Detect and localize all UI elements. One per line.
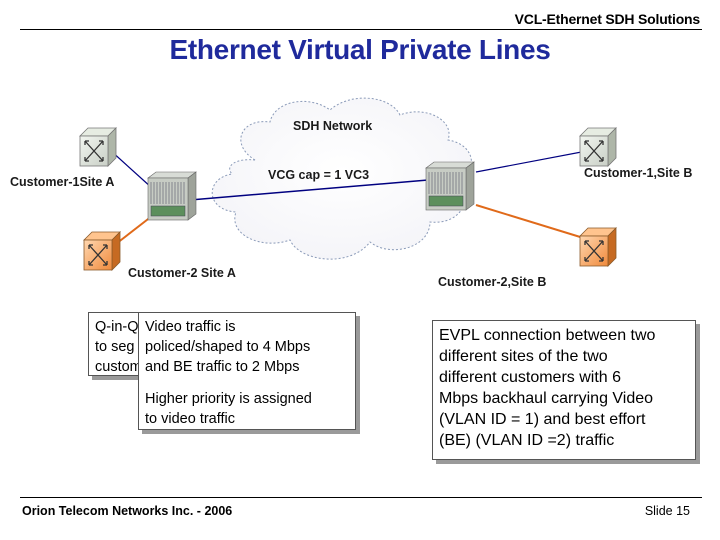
video-line-2: policed/shaped to 4 Mbps: [145, 339, 311, 355]
evpl-line-5: (VLAN ID = 1) and best effort: [439, 411, 646, 428]
header-title: VCL-Ethernet SDH Solutions: [514, 11, 701, 27]
sdh-network-label: SDH Network: [293, 119, 373, 133]
customer2-site-b-switch-icon: [579, 227, 617, 267]
links: [109, 149, 593, 248]
evpl-line-6: (BE) (VLAN ID =2) traffic: [439, 432, 615, 449]
sdh-cloud: [211, 97, 472, 260]
sdh-node-b-icon: [425, 161, 475, 211]
customer1-site-a-link: [109, 149, 153, 189]
vcg-capacity-label: VCG cap = 1 VC3: [268, 168, 370, 182]
customer2-site-a-switch-icon: [83, 231, 121, 271]
header-divider: [20, 29, 702, 30]
customer1-site-a-switch-icon: [79, 127, 117, 167]
sdh-node-a-icon: [147, 171, 197, 221]
customer1-site-b-switch-icon: [579, 127, 617, 167]
customer2-site-a-label: Customer-2 Site A: [128, 266, 236, 280]
sdh-wan-link: [189, 179, 429, 201]
qinq-line-2: to seg: [95, 339, 135, 355]
video-line-5: to video traffic: [145, 411, 236, 427]
slide-title: Ethernet Virtual Private Lines: [169, 34, 551, 65]
video-line-4: Higher priority is assigned: [145, 391, 312, 407]
evpl-description-callout: EVPL connection between two different si…: [432, 320, 696, 460]
qinq-line-3: custom: [95, 359, 142, 375]
footer-divider: [20, 497, 702, 498]
evpl-line-2: different sites of the two: [439, 348, 608, 365]
video-policing-callout: Video traffic is policed/shaped to 4 Mbp…: [138, 312, 356, 430]
customer1-site-a-label: Customer-1Site A: [10, 175, 115, 189]
customer2-site-b-link: [475, 204, 591, 241]
customer1-site-b-label: Customer-1,Site B: [584, 166, 693, 180]
video-line-1: Video traffic is: [145, 319, 236, 335]
footer-company: Orion Telecom Networks Inc. - 2006: [22, 504, 233, 518]
slide-number: Slide 15: [644, 504, 690, 518]
customer1-site-b-link: [475, 149, 593, 173]
evpl-line-1: EVPL connection between two: [439, 327, 656, 344]
evpl-line-3: different customers with 6: [439, 369, 622, 386]
customer2-site-b-label: Customer-2,Site B: [438, 275, 547, 289]
evpl-line-4: Mbps backhaul carrying Video: [439, 390, 654, 407]
video-line-3: and BE traffic to 2 Mbps: [145, 359, 300, 375]
qinq-line-1: Q-in-Q: [95, 319, 139, 335]
